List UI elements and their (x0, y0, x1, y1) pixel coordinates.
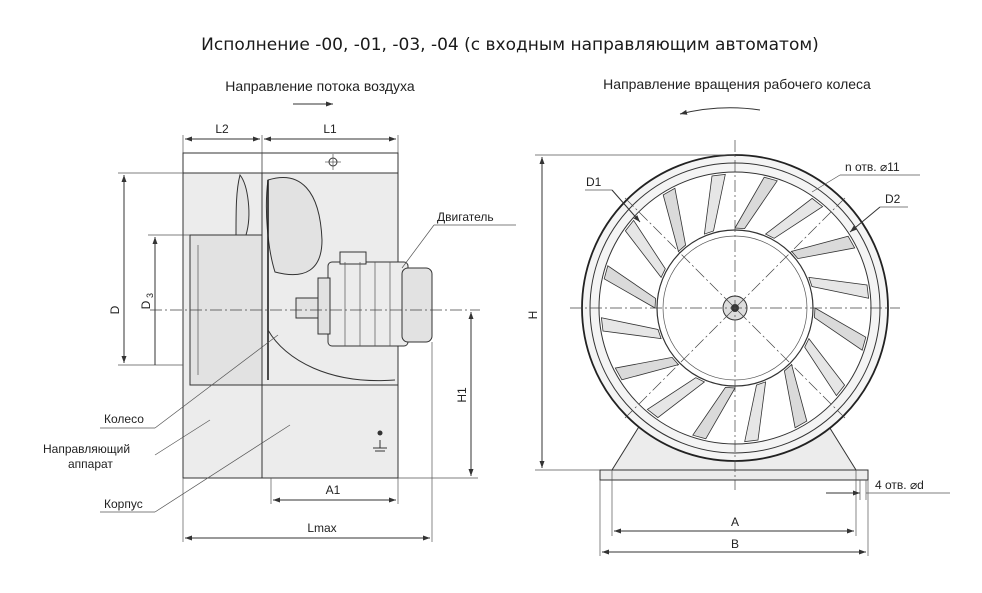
dimension-a1: A1 (270, 478, 399, 504)
motor-callout: Двигатель (401, 210, 516, 269)
dim-l2-label: L2 (215, 122, 229, 136)
d2-label: D2 (885, 192, 901, 206)
d1-callout: D1 (585, 175, 641, 223)
impeller-blade (703, 173, 726, 235)
impeller-blade (646, 377, 706, 419)
dim-b-label: B (731, 537, 739, 551)
dim-d3-subscript: 3 (145, 293, 155, 298)
front-base-plate (599, 469, 869, 481)
motor-flange (317, 277, 331, 335)
impeller-blade (692, 386, 736, 440)
impeller-blade (783, 363, 808, 429)
base-holes-callout: 4 отв. ⌀d (826, 478, 950, 500)
guide-label-line2: аппарат (68, 457, 113, 471)
dim-d-label: D (108, 305, 122, 314)
dimension-h1: H1 (398, 312, 478, 479)
impeller-blade (603, 265, 657, 309)
dim-h-label: H (526, 311, 540, 320)
flange-holes-callout: n отв. ⌀11 (811, 160, 920, 193)
airflow-heading: Направление потока воздуха (225, 78, 415, 94)
housing-lower (261, 384, 399, 479)
impeller-blade (808, 276, 870, 299)
top-bolt-icon (325, 154, 341, 170)
dimension-l1: L1 (264, 122, 399, 172)
motor-terminal-box (339, 251, 367, 265)
guide-label-line1: Направляющий (43, 442, 130, 456)
impeller-blade (804, 337, 846, 397)
impeller-blade (600, 317, 662, 340)
housing-label: Корпус (104, 497, 143, 511)
dimension-lmax: Lmax (182, 342, 433, 542)
motor-shaft (295, 297, 319, 319)
front-diagonal-center-2 (624, 197, 846, 419)
housing-top-flange (182, 152, 399, 174)
rotation-heading: Направление вращения рабочего колеса (603, 76, 871, 92)
dimension-d3: D 3 (139, 234, 190, 365)
impeller-blade (614, 356, 680, 381)
motor-body (327, 261, 409, 347)
housing-callout: Корпус (100, 424, 291, 513)
dim-l1-label: L1 (323, 122, 337, 136)
flange-holes-label: n отв. ⌀11 (845, 160, 900, 174)
front-view: Направление вращения рабочего колеса (526, 76, 950, 556)
drawing-title: Исполнение -00, -01, -03, -04 (с входным… (201, 35, 819, 55)
motor-label: Двигатель (437, 210, 494, 224)
dim-a1-label: A1 (326, 483, 341, 497)
dim-h1-label: H1 (455, 387, 469, 403)
dimension-h: H (526, 154, 735, 471)
base-holes-label: 4 отв. ⌀d (875, 478, 924, 492)
d2-callout: D2 (849, 192, 908, 233)
rotation-arrow-icon (679, 107, 761, 115)
impeller-blade (744, 381, 767, 443)
wheel-label: Колесо (104, 412, 144, 426)
side-view: Направление потока воздуха L2 L1 (43, 78, 516, 542)
dim-d3-label: D (139, 300, 153, 309)
wheel-callout: Колесо (100, 334, 279, 429)
dimension-d: D (108, 172, 183, 366)
guide-blade-upper (235, 173, 250, 236)
impeller-blade (764, 197, 824, 239)
impeller-blades (600, 173, 870, 443)
dim-lmax-label: Lmax (307, 521, 336, 535)
dimension-a: A (611, 480, 857, 536)
impeller-blade (662, 187, 687, 253)
impeller-hub-curve (267, 329, 396, 382)
impeller-blade (813, 307, 867, 351)
impeller-blade (734, 176, 778, 230)
ground-symbol-icon (373, 430, 387, 452)
motor-end-cap (401, 267, 433, 343)
impeller-blade (790, 235, 856, 260)
d1-label: D1 (586, 175, 602, 189)
dim-a-label: A (731, 515, 739, 529)
dimension-l2: L2 (182, 122, 263, 178)
guide-callout: Направляющий аппарат (43, 419, 211, 471)
